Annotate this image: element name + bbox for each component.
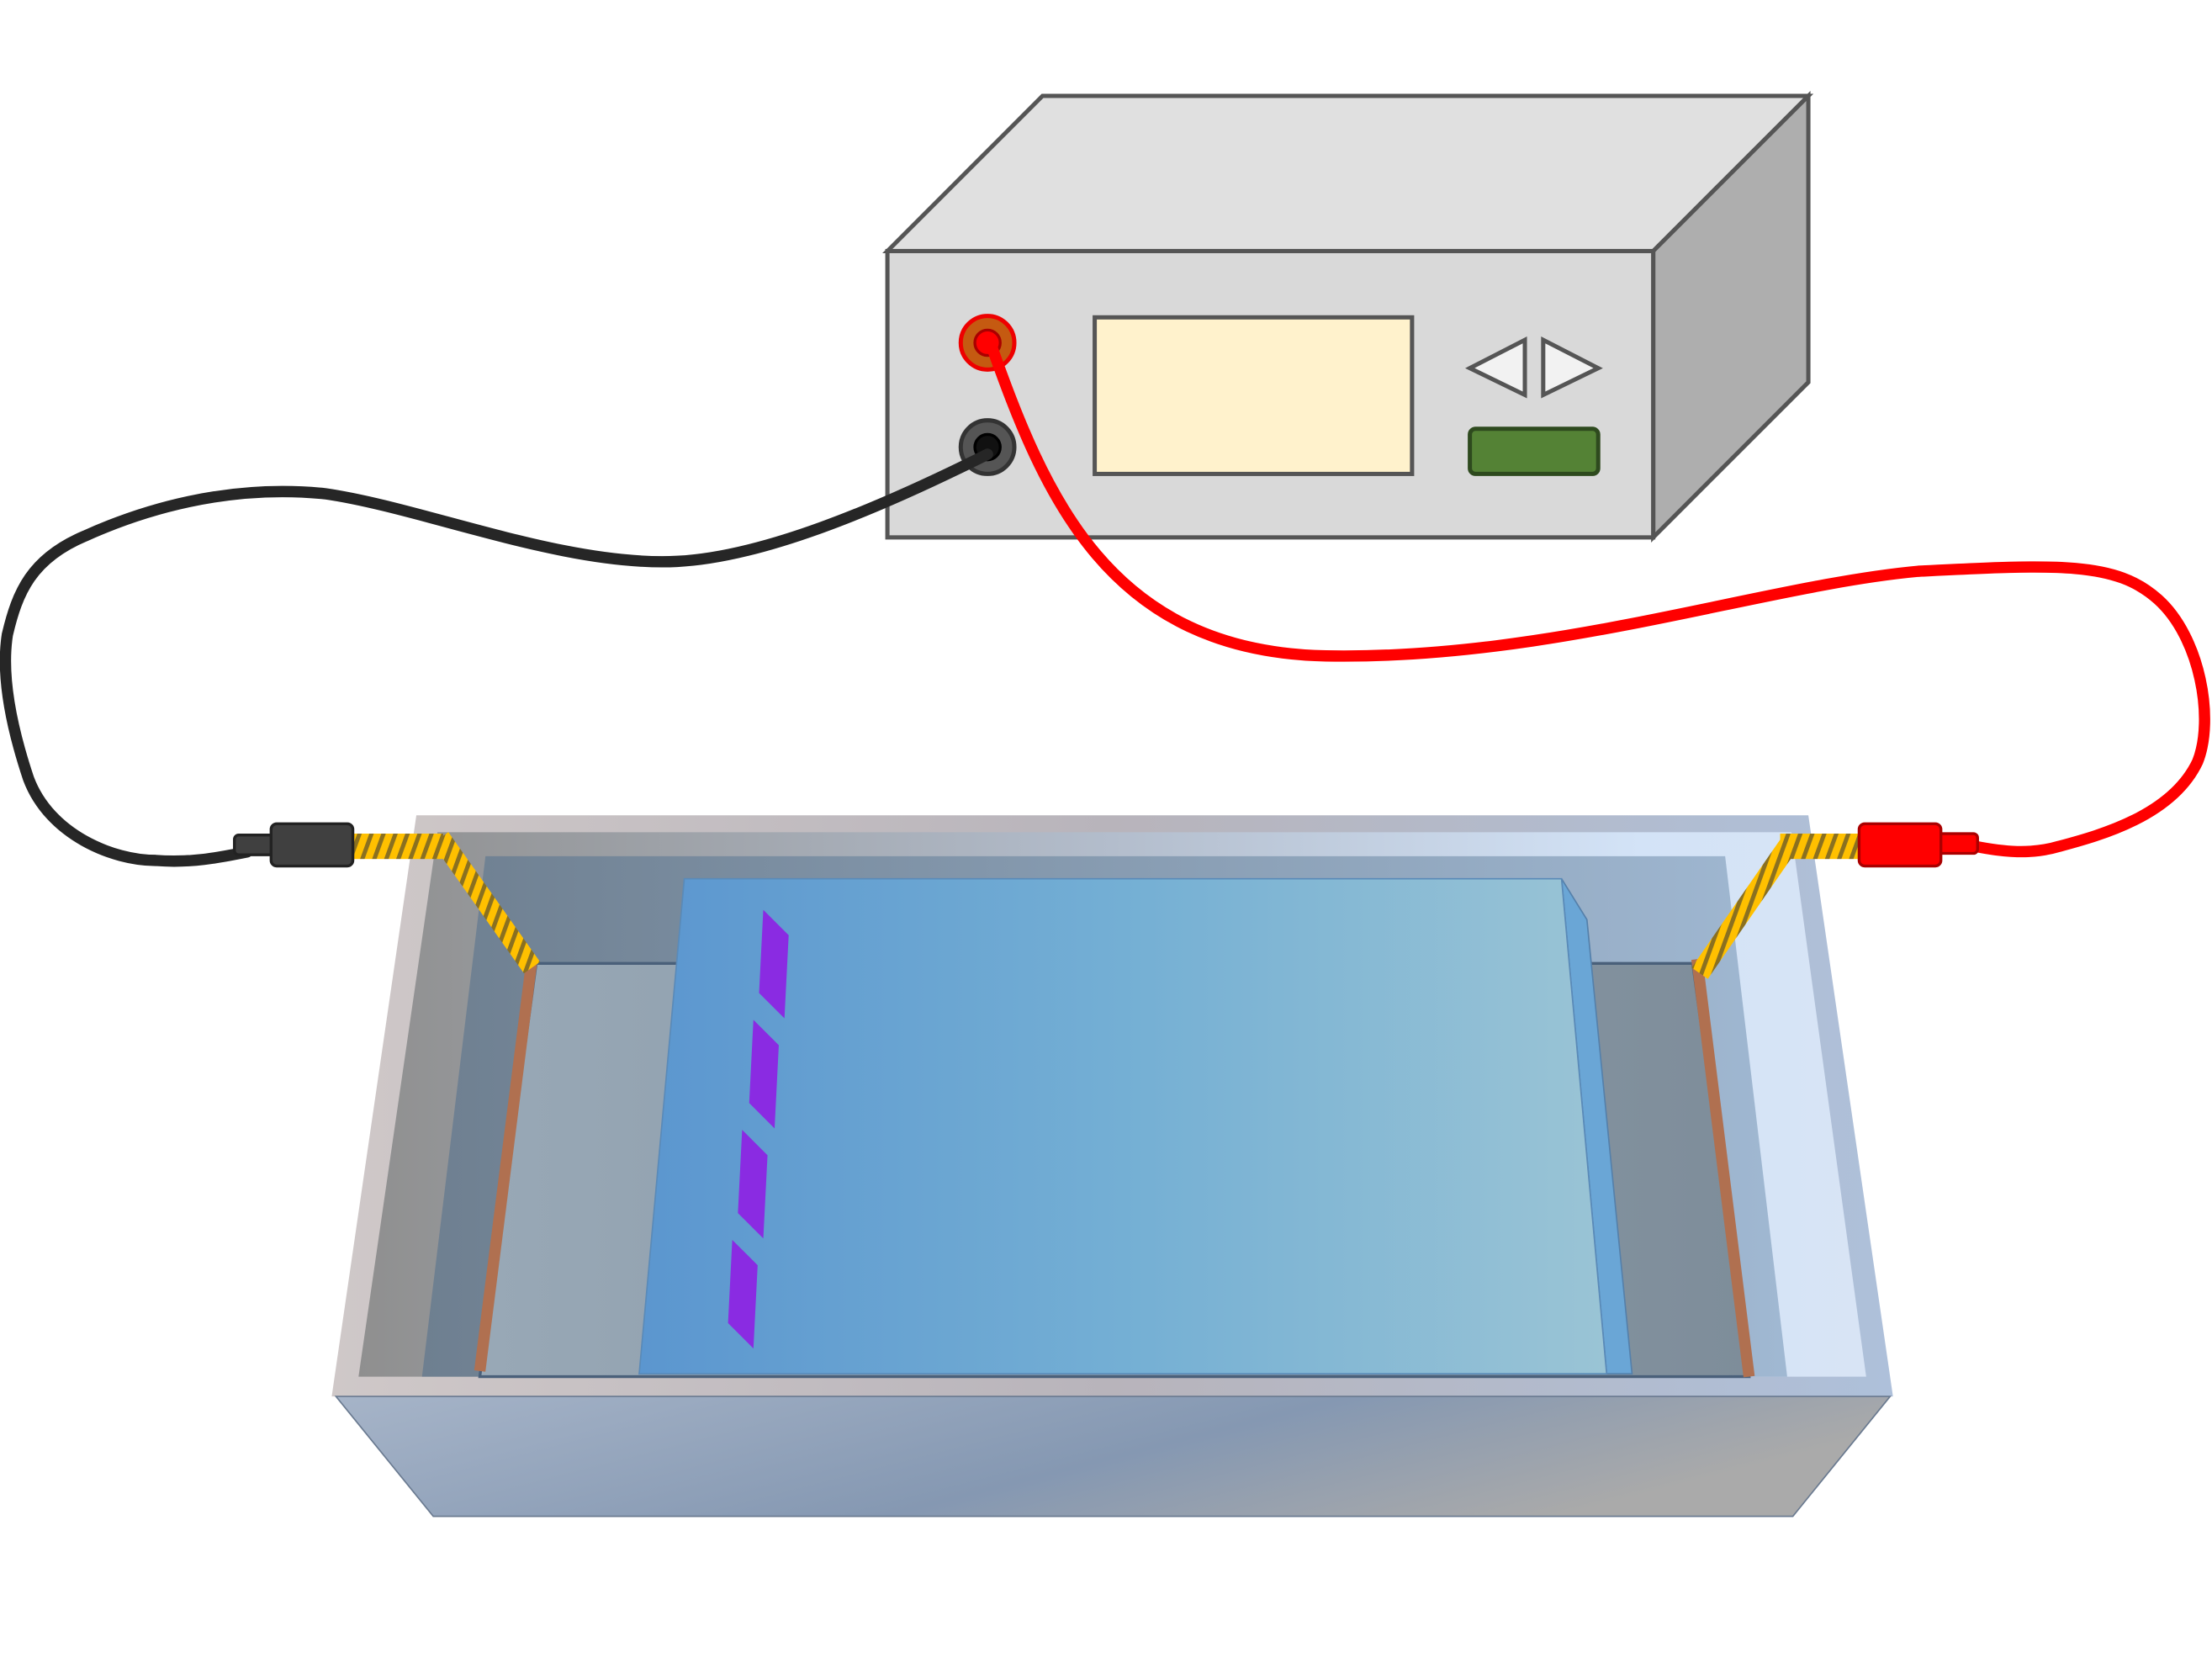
power-supply bbox=[882, 90, 1814, 543]
positive-plug[interactable] bbox=[1857, 822, 1943, 868]
increase-arrow-button[interactable] bbox=[1541, 336, 1603, 399]
power-button[interactable] bbox=[1468, 426, 1601, 476]
positive-connector-sleeve bbox=[1780, 834, 1862, 860]
well-1 bbox=[759, 909, 789, 1019]
well-4 bbox=[728, 1239, 758, 1349]
negative-plug-tip bbox=[233, 834, 276, 856]
well-3 bbox=[738, 1130, 768, 1239]
anode-electrode bbox=[1691, 958, 1755, 1378]
electrophoresis-tank bbox=[331, 815, 1893, 1517]
power-supply-top bbox=[882, 93, 1814, 253]
negative-connector-sleeve bbox=[350, 834, 443, 860]
cathode-wire bbox=[431, 832, 541, 974]
tank-front bbox=[334, 1396, 1892, 1517]
cathode-electrode bbox=[474, 958, 538, 1372]
anode-wire bbox=[1691, 834, 1800, 979]
positive-plug-tip bbox=[1936, 832, 1979, 855]
agarose-gel bbox=[638, 877, 1608, 1375]
positive-lead-cable bbox=[984, 336, 2210, 858]
display-screen bbox=[1093, 315, 1415, 476]
negative-lead-cable bbox=[0, 448, 993, 867]
gel-wells bbox=[728, 909, 789, 1349]
negative-plug[interactable] bbox=[269, 822, 355, 868]
decrease-arrow-button[interactable] bbox=[1465, 336, 1527, 399]
well-2 bbox=[749, 1020, 779, 1129]
